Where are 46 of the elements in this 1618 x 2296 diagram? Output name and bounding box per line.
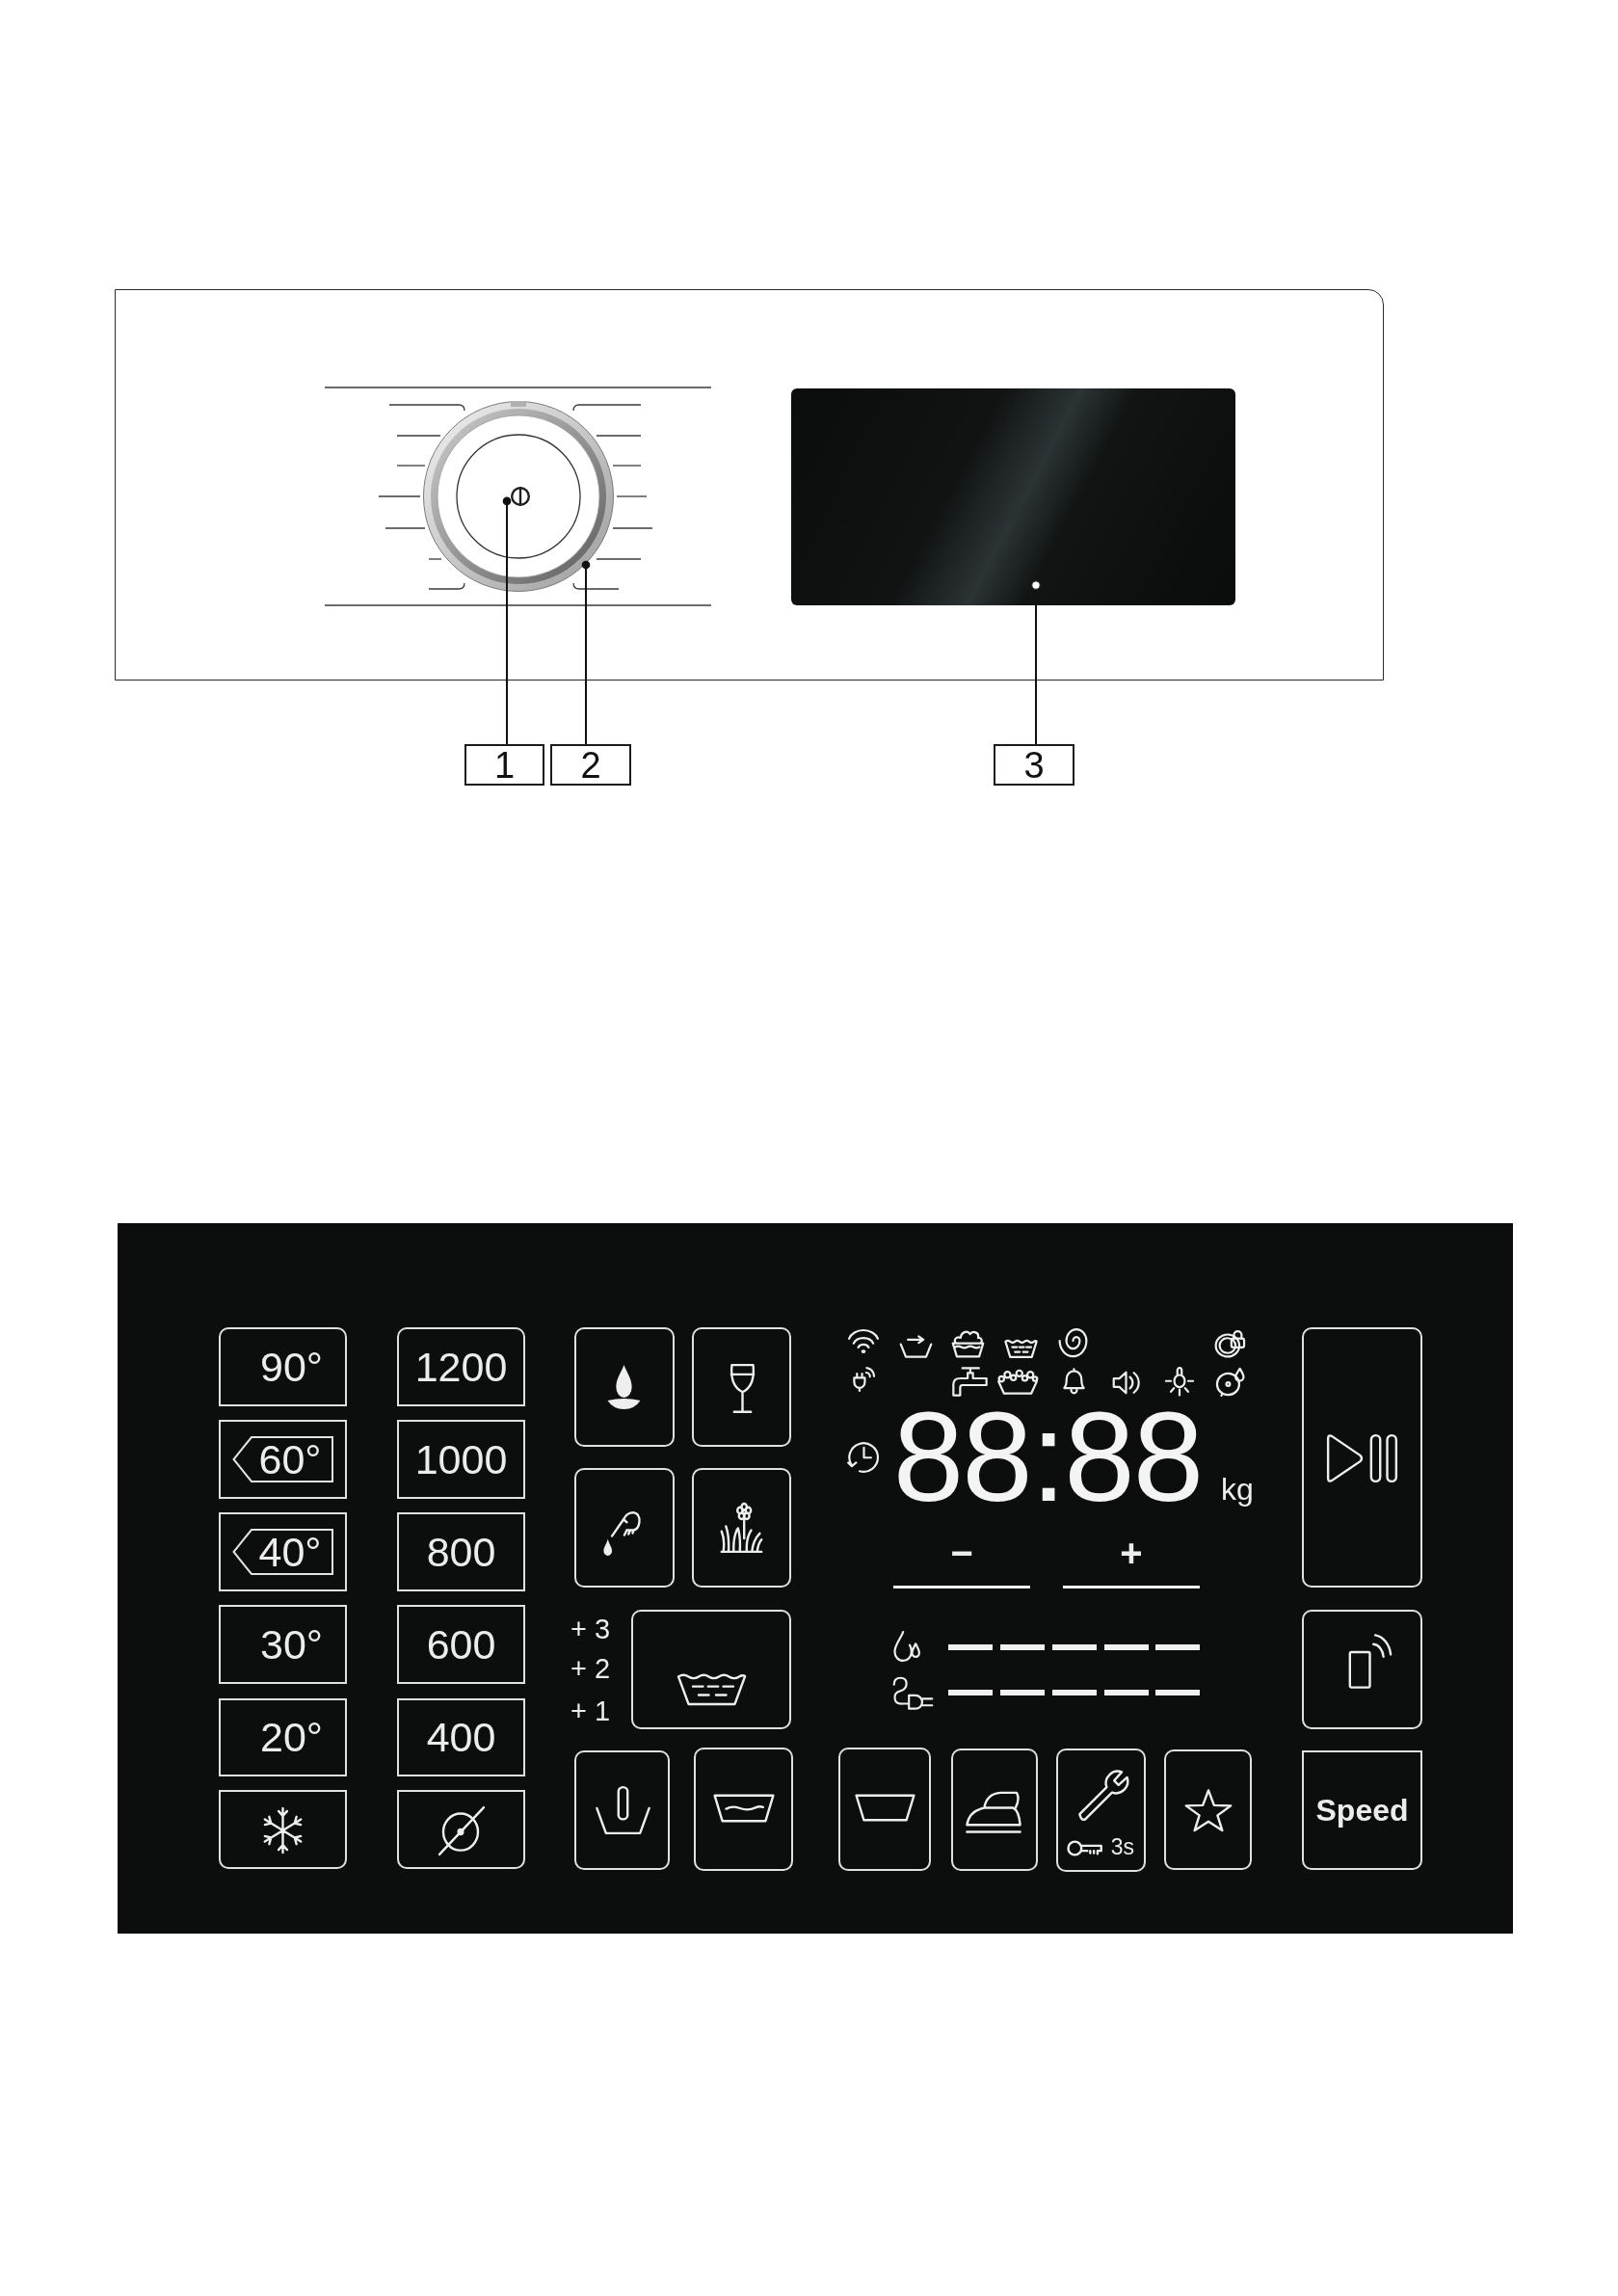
display-digits: 88:88 — [891, 1393, 1204, 1522]
minus-sign: − — [949, 1534, 974, 1572]
spin-speed-button: 1200 — [397, 1327, 525, 1406]
temperature-button — [219, 1790, 347, 1869]
leader-line — [581, 560, 591, 745]
option-button — [692, 1327, 791, 1447]
temperature-button — [219, 1512, 347, 1591]
temperature-tag: 60° — [232, 1436, 333, 1482]
option-button — [692, 1468, 791, 1588]
option-button — [631, 1610, 791, 1729]
plus-sign: + — [1119, 1534, 1144, 1572]
start-pause-button — [1302, 1327, 1422, 1588]
spin-speed-button — [397, 1790, 525, 1869]
spin-speed-button: 1000 — [397, 1420, 525, 1499]
leader-line — [502, 496, 512, 745]
control-panel-outline — [115, 289, 1384, 681]
option-button — [574, 1468, 675, 1588]
spin-speed-button: 600 — [397, 1605, 525, 1684]
touch-panel — [118, 1223, 1513, 1934]
knob-center-button — [455, 433, 581, 559]
option-button — [838, 1748, 931, 1871]
option-button — [1302, 1610, 1422, 1729]
option-button — [951, 1749, 1038, 1871]
temperature-button — [219, 1420, 347, 1499]
option-button: 3s — [1056, 1749, 1146, 1872]
temperature-button: 20° — [219, 1698, 347, 1776]
spin-speed-button: 400 — [397, 1698, 525, 1776]
level-label: + 3 — [570, 1612, 612, 1646]
speed-button: Speed — [1302, 1750, 1422, 1870]
unit-label: kg — [1220, 1471, 1255, 1508]
option-button — [694, 1748, 793, 1871]
callout-number: 1 — [464, 744, 544, 786]
temperature-button: 30° — [219, 1605, 347, 1684]
callout-number: 2 — [550, 744, 631, 786]
spin-speed-button: 800 — [397, 1512, 525, 1591]
level-label: + 1 — [570, 1694, 612, 1728]
temperature-button: 90° — [219, 1327, 347, 1406]
level-label: + 2 — [570, 1651, 612, 1686]
option-button — [574, 1750, 670, 1870]
selector-knob — [421, 399, 615, 593]
callout-number: 3 — [994, 744, 1074, 786]
leader-line — [1031, 580, 1041, 745]
option-button — [574, 1327, 675, 1447]
display-screen — [790, 387, 1235, 605]
temperature-tag: 40° — [232, 1529, 333, 1575]
option-button — [1164, 1749, 1252, 1870]
